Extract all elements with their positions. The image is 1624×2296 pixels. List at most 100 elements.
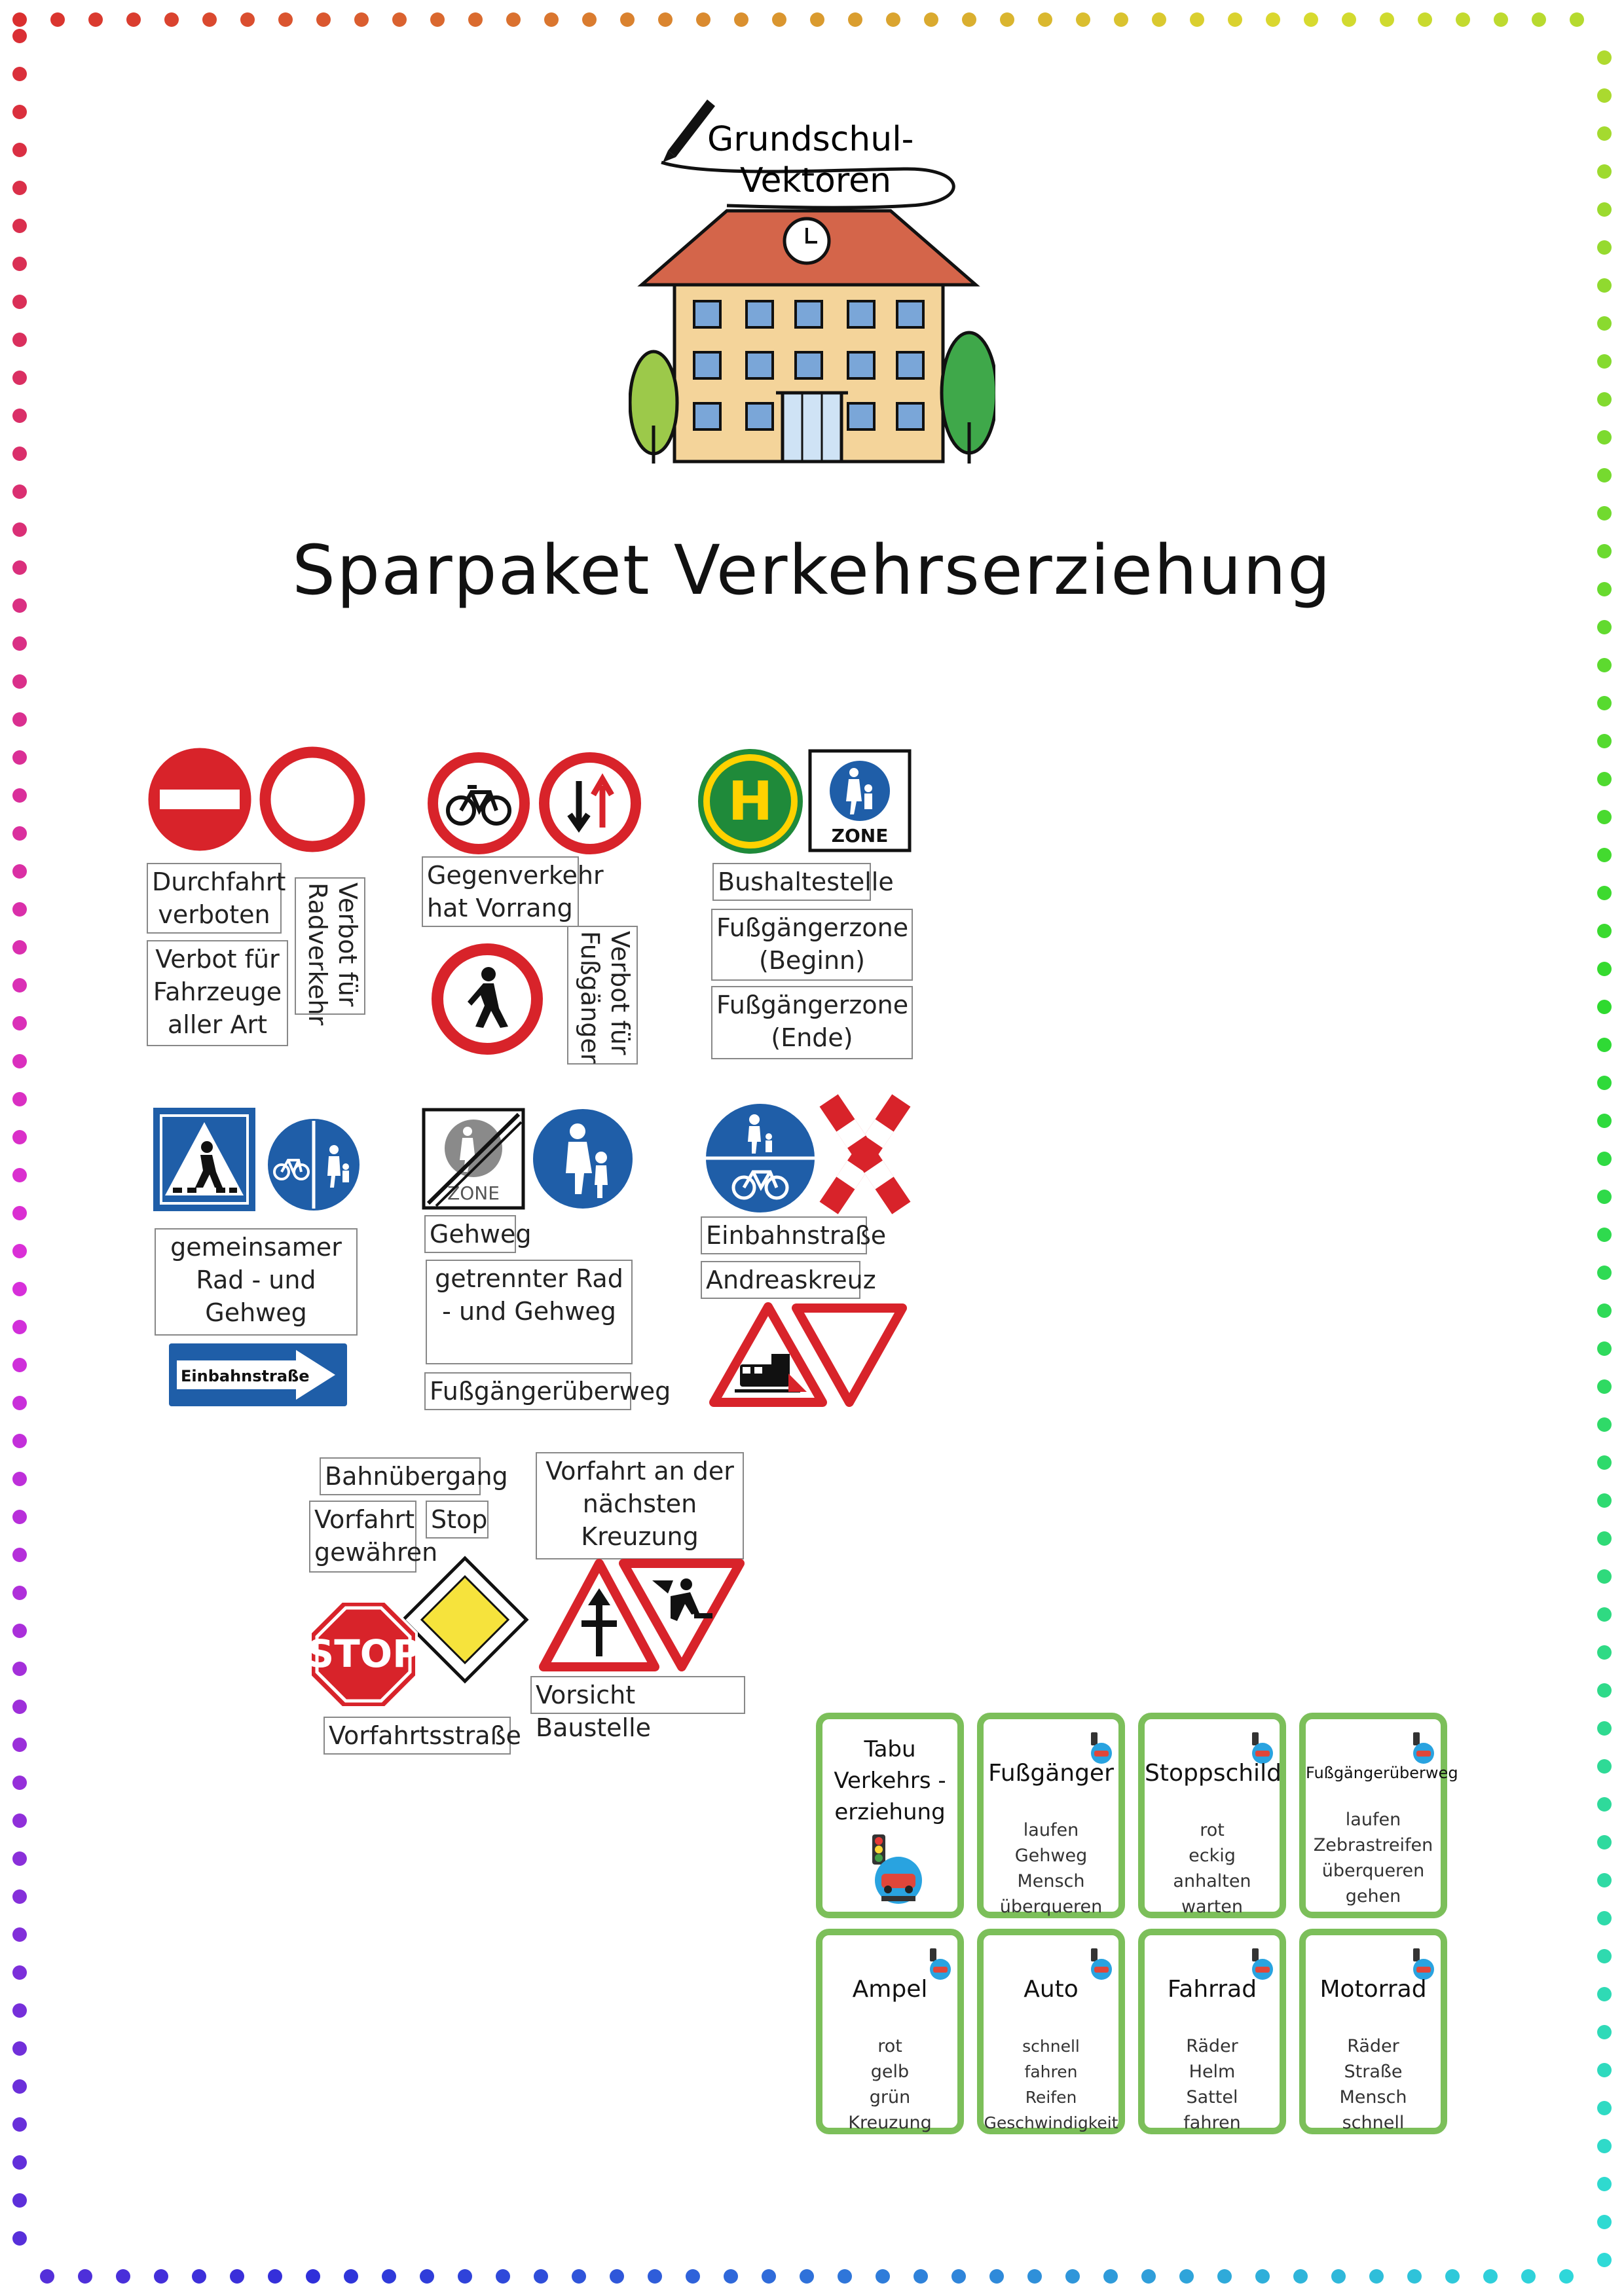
border-dot (1114, 12, 1128, 27)
border-dot (382, 2269, 396, 2284)
border-dot (12, 1168, 27, 1182)
card-word: eckig (1189, 1846, 1236, 1866)
logo-line1: Grundschul- (707, 120, 913, 159)
border-dot (344, 2269, 358, 2284)
border-dot (1597, 2215, 1612, 2229)
border-dot (12, 674, 27, 689)
border-dot (1597, 2025, 1612, 2039)
border-dot (12, 446, 27, 461)
sign-roadworks (619, 1559, 745, 1671)
border-dot (1597, 2177, 1612, 2191)
border-dot (12, 1548, 27, 1562)
sign-stop: STOP (306, 1600, 420, 1709)
border-dot (1179, 2269, 1194, 2284)
sign-footpath (530, 1106, 635, 1211)
card-title: Stoppschild (1145, 1760, 1282, 1787)
border-dot (886, 12, 900, 27)
card-word: Reifen (1025, 2088, 1077, 2107)
border-dot (430, 12, 445, 27)
card-title: Fußgängerüberweg (1306, 1764, 1458, 1782)
svg-text:H: H (728, 771, 773, 833)
border-dot (12, 1206, 27, 1220)
tabu-title-card: Tabu Verkehrs - erziehung (816, 1713, 964, 1918)
border-dot (1597, 1531, 1612, 1546)
border-dot (1597, 962, 1612, 976)
sign-no-bicycles (428, 752, 530, 854)
border-dot (1027, 2269, 1042, 2284)
label-gegenverkehr: Gegenverkehr hat Vorrang (422, 856, 604, 927)
windows (693, 300, 925, 431)
svg-text:Einbahnstraße: Einbahnstraße (181, 1367, 310, 1385)
border-dot (838, 2269, 852, 2284)
border-dot (1597, 506, 1612, 520)
border-dot (1103, 2269, 1118, 2284)
border-dot (1038, 12, 1052, 27)
border-dot (12, 978, 27, 993)
card-word: anhalten (1173, 1871, 1251, 1891)
svg-text:ZONE: ZONE (832, 825, 889, 847)
border-dot (610, 2269, 624, 2284)
border-dot (1597, 1873, 1612, 1887)
card-word: Helm (1189, 2062, 1236, 2082)
border-dot (1597, 1683, 1612, 1698)
border-dot (12, 1472, 27, 1486)
sign-one-way-board: Einbahnstraße (169, 1343, 347, 1406)
border-dot (1597, 278, 1612, 293)
border-dot (316, 12, 331, 27)
label-bahnuebergang: Bahnübergang (320, 1457, 508, 1495)
border-dot (1597, 1000, 1612, 1014)
sign-pedestrian-zone: ZONE (808, 749, 912, 852)
border-dot (12, 864, 27, 879)
sign-no-entry (146, 746, 253, 853)
border-dot (1369, 2269, 1384, 2284)
border-dot (1597, 1038, 1612, 1052)
pen-icon (663, 100, 715, 162)
border-dot (12, 409, 27, 423)
border-dot (1597, 2139, 1612, 2153)
card-word: laufen (1023, 1820, 1079, 1840)
border-dot (154, 2269, 168, 2284)
worker-icon (652, 1578, 712, 1621)
border-dot (686, 2269, 700, 2284)
border-dot (306, 2269, 320, 2284)
card-word: überqueren (1321, 1861, 1425, 1881)
border-dot (1597, 1607, 1612, 1622)
border-dot (1152, 12, 1166, 27)
border-dot (989, 2269, 1004, 2284)
border-dot (724, 2269, 738, 2284)
card-word: laufen (1345, 1810, 1401, 1830)
border-dot (12, 2003, 27, 2018)
border-dot (12, 219, 27, 233)
sign-right-of-way (539, 1559, 659, 1671)
label-fz-ende: Fußgängerzone (Ende) (711, 986, 913, 1059)
border-dot (12, 636, 27, 651)
sign-no-vehicles (259, 746, 365, 852)
card-word: Geschwindigkeit (984, 2113, 1118, 2132)
sign-andreaskreuz (819, 1094, 911, 1214)
card-word: Mensch (1339, 2087, 1407, 2107)
border-dot (12, 1813, 27, 1828)
label-andreaskreuz: Andreaskreuz (701, 1261, 876, 1299)
border-dot (772, 12, 786, 27)
card-title: Motorrad (1320, 1976, 1427, 2003)
border-dot (1217, 2269, 1232, 2284)
border-dot (1597, 2253, 1612, 2267)
border-dot (1228, 12, 1242, 27)
border-dot (12, 2155, 27, 2170)
card-word: Kreuzung (848, 2113, 932, 2133)
border-dot (1331, 2269, 1346, 2284)
card-word: Straße (1344, 2062, 1403, 2082)
border-dot (12, 1776, 27, 1790)
tabu-line2: Verkehrs - (834, 1768, 946, 1794)
card-word: warten (1181, 1897, 1244, 1917)
border-dot (1065, 2269, 1080, 2284)
border-dot (1141, 2269, 1156, 2284)
sign-oncoming-priority (539, 752, 641, 854)
border-dot (1597, 1645, 1612, 1660)
label-gemeinsamer-weg: gemeinsamer Rad - und Gehweg (155, 1228, 358, 1336)
traffic-icon (872, 1834, 922, 1904)
border-dot (1597, 354, 1612, 369)
border-dot (12, 1510, 27, 1524)
card-word: Zebrastreifen (1313, 1835, 1433, 1855)
border-dot (1597, 696, 1612, 710)
